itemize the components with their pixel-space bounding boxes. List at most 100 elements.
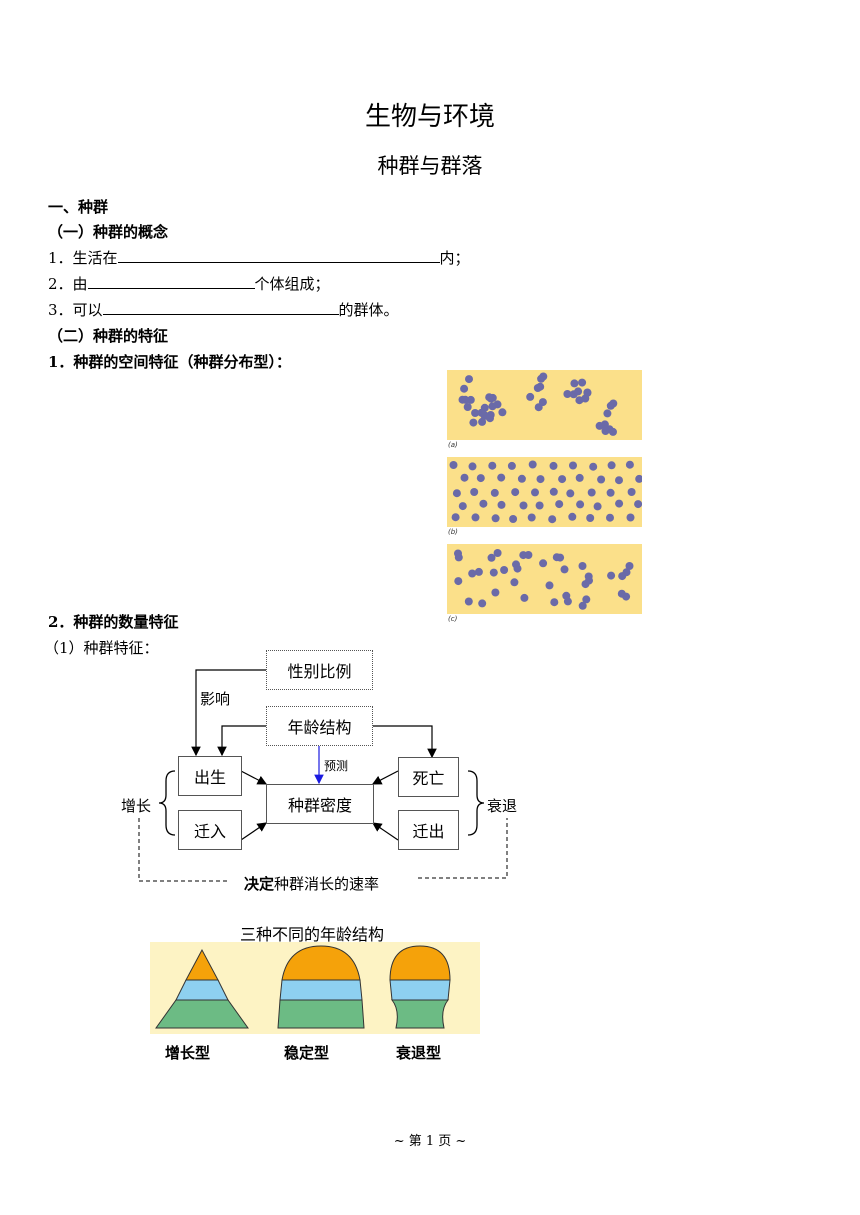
- death-label: 死亡: [412, 769, 445, 788]
- individual-dot: [520, 593, 529, 602]
- individual-dot: [536, 382, 545, 391]
- individual-dot: [452, 489, 461, 498]
- individual-dot: [586, 514, 595, 522]
- influence-label: 影响: [200, 690, 231, 708]
- individual-dot: [478, 599, 487, 608]
- individual-dot: [634, 500, 643, 509]
- section-heading-population: 一、种群: [48, 198, 109, 216]
- individual-dot: [519, 501, 528, 510]
- individual-dot: [460, 384, 469, 393]
- blank-field-1[interactable]: [117, 248, 440, 263]
- random-distribution-panel: [447, 544, 642, 614]
- individual-dot: [575, 473, 584, 482]
- age-structure-box: 年龄结构: [266, 706, 373, 746]
- panel-label-b: (b): [448, 528, 458, 536]
- individual-dot: [587, 488, 596, 497]
- item-1: 1．生活在内；: [48, 247, 470, 268]
- individual-dot: [562, 591, 571, 600]
- emigration-box: 迁出: [398, 810, 459, 850]
- page-subtitle: 种群与群落: [377, 154, 483, 178]
- individual-dot: [626, 513, 635, 522]
- individual-dot: [471, 513, 480, 522]
- individual-dot: [560, 565, 569, 574]
- decide-bold: 决定: [244, 875, 275, 893]
- individual-dot: [570, 379, 579, 388]
- individual-dot: [625, 460, 634, 469]
- decide-rest: 种群消长的速率: [274, 875, 380, 893]
- individual-dot: [527, 513, 536, 522]
- individual-dot: [488, 461, 497, 470]
- individual-dot: [536, 475, 545, 484]
- individual-dot: [531, 488, 539, 497]
- spatial-heading: 1．种群的空间特征（种群分布型）：: [48, 353, 291, 371]
- individual-dot: [593, 502, 602, 511]
- individual-dot: [603, 409, 612, 418]
- individual-dot: [569, 461, 577, 470]
- individual-dot: [549, 487, 558, 496]
- individual-dot: [618, 572, 627, 581]
- individual-dot: [582, 595, 591, 604]
- growth-pyramid: [155, 948, 249, 1029]
- immigration-box: 迁入: [178, 810, 242, 850]
- individual-dot: [460, 473, 469, 482]
- individual-dot: [507, 461, 516, 470]
- emigration-label: 迁出: [412, 822, 445, 841]
- panel-label-a: (a): [448, 441, 458, 449]
- individual-dot: [552, 553, 561, 562]
- individual-dot: [491, 514, 500, 523]
- individual-dot: [512, 560, 520, 569]
- individual-dot: [468, 462, 477, 471]
- individual-dot: [566, 489, 575, 498]
- sex-ratio-box: 性别比例: [266, 650, 373, 690]
- pyramids-title: 三种不同的年龄结构: [240, 925, 385, 944]
- individual-dot: [537, 374, 546, 383]
- individual-dot: [538, 398, 547, 407]
- individual-dot: [545, 581, 554, 590]
- individual-dot: [509, 515, 518, 523]
- features-heading: （1）种群特征：: [44, 639, 159, 657]
- individual-dot: [574, 387, 583, 396]
- decline-pyramid: [389, 945, 451, 1029]
- individual-dot: [607, 461, 616, 470]
- individual-dot: [617, 589, 626, 598]
- individual-dot: [469, 418, 478, 427]
- individual-dot: [479, 499, 488, 508]
- individual-dot: [468, 569, 477, 578]
- individual-dot: [474, 567, 483, 576]
- individual-dot: [615, 476, 623, 485]
- individual-dot: [606, 401, 615, 410]
- subsection-concept: （一）种群的概念: [48, 223, 169, 241]
- individual-dot: [563, 390, 572, 398]
- individual-dot: [500, 566, 509, 574]
- individual-dot: [589, 462, 598, 471]
- pyramid-label-decline: 衰退型: [396, 1044, 442, 1062]
- individual-dot: [601, 427, 610, 435]
- growth-label: 增长: [121, 797, 152, 815]
- individual-dot: [493, 549, 502, 557]
- individual-dot: [458, 502, 467, 511]
- blank-field-2[interactable]: [87, 274, 255, 289]
- individual-dot: [478, 417, 487, 426]
- individual-dot: [489, 568, 498, 577]
- individual-dot: [597, 475, 606, 484]
- sex-ratio-label: 性别比例: [287, 662, 352, 681]
- uniform-distribution-panel: [447, 457, 644, 527]
- individual-dot: [526, 392, 535, 401]
- density-label: 种群密度: [287, 796, 352, 815]
- quantity-heading: 2．种群的数量特征: [48, 613, 179, 631]
- random-dots: [454, 549, 634, 610]
- individual-dot: [449, 461, 458, 469]
- blank-field-3[interactable]: [102, 300, 339, 315]
- individual-dot: [583, 388, 592, 397]
- individual-dot: [535, 501, 544, 510]
- individual-dot: [465, 375, 473, 384]
- individual-dot: [517, 474, 526, 483]
- item-1-prefix: 1．生活在: [48, 249, 118, 267]
- birth-box: 出生: [178, 756, 242, 796]
- individual-dot: [607, 571, 616, 580]
- individual-dot: [480, 411, 489, 419]
- individual-dot: [606, 513, 614, 522]
- individual-dot: [511, 488, 520, 497]
- item-3-prefix: 3．可以: [48, 301, 103, 319]
- decide-rate-label: 决定种群消长的速率: [244, 873, 379, 894]
